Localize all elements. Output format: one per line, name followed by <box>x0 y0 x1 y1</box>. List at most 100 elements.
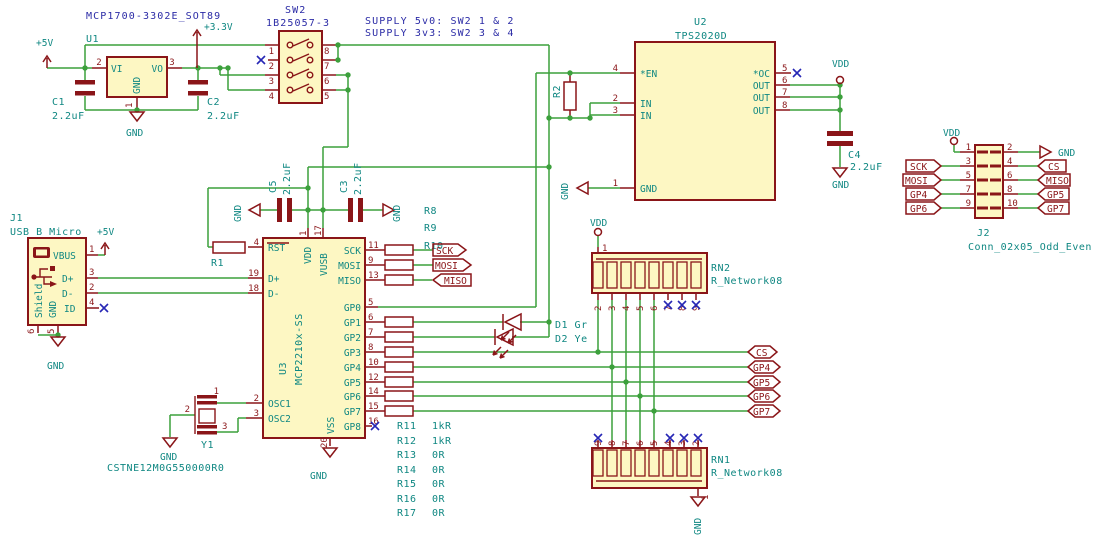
ground-symbol-j2[interactable]: GND <box>1039 144 1075 160</box>
u2-pin-out2: OUT <box>753 93 770 104</box>
c5-ref: C5 <box>268 180 279 193</box>
u2-pin6-number: 6 <box>782 76 787 86</box>
svg-text:8: 8 <box>678 306 688 311</box>
ground-symbol-u2[interactable]: GND <box>560 180 589 200</box>
u3-pin1-number: 1 <box>299 231 309 236</box>
power-flag-vdd-u2[interactable]: VDD <box>832 59 849 85</box>
component-u2-tps2020d[interactable]: U2 TPS2020D *EN IN IN GND *OC OUT OUT OU… <box>613 17 802 201</box>
u3-pin-miso: MISO <box>338 276 361 287</box>
u1-value: MCP1700-3302E_SOT89 <box>86 11 221 22</box>
svg-text:6: 6 <box>1007 171 1012 181</box>
net-tag-gp6[interactable]: GP6 <box>746 389 782 403</box>
component-y1-resonator[interactable]: 1 2 3 Y1 CSTNE12M0G550000R0 <box>107 387 227 474</box>
u3-pin5-number: 5 <box>368 298 373 308</box>
component-sw2-switch[interactable]: SW2 1B25057-3 1 2 3 4 8 7 6 5 <box>256 5 330 104</box>
ground-symbol-c5[interactable]: GND <box>233 202 261 222</box>
svg-text:GP6: GP6 <box>753 392 770 403</box>
u3-pin7-number: 7 <box>368 328 373 338</box>
net-tag-j2-gp7[interactable]: GP7 <box>1036 201 1070 215</box>
r1-ref: R1 <box>211 258 224 269</box>
u2-gnd-label: GND <box>560 183 571 200</box>
svg-text:MISO: MISO <box>1046 176 1069 187</box>
svg-text:SCK: SCK <box>436 246 453 257</box>
ground-symbol-c3[interactable]: GND <box>382 202 403 222</box>
u3-pin15-number: 15 <box>368 402 379 412</box>
ground-symbol-rn1[interactable]: GND <box>689 496 707 535</box>
ground-symbol-u3[interactable]: GND <box>310 447 339 482</box>
no-connect-sw2-pin2 <box>256 55 266 65</box>
u3-pin-vss: VSS <box>326 417 337 434</box>
svg-text:CS: CS <box>756 348 768 359</box>
component-u1-regulator[interactable]: MCP1700-3302E_SOT89 U1 VI VO GND 2 3 1 <box>86 11 221 108</box>
svg-text:0R: 0R <box>432 479 446 490</box>
component-u3-mcp2210[interactable]: U3 MCP2210x-SS RST D+ D- OSC1 OSC2 VDD V… <box>248 225 380 448</box>
component-d2-led[interactable]: D2 Ye <box>492 327 588 359</box>
net-tag-j2-gp6[interactable]: GP6 <box>905 201 943 215</box>
ground-symbol-j1[interactable]: GND <box>47 336 67 372</box>
svg-text:3: 3 <box>608 306 618 311</box>
net-tag-j2-miso[interactable]: MISO <box>1036 173 1071 187</box>
net-tag-mosi[interactable]: MOSI <box>432 258 473 272</box>
component-r1[interactable]: R1 <box>211 241 246 269</box>
net-tag-j2-gp5[interactable]: GP5 <box>1036 187 1070 201</box>
component-rn1-network[interactable]: 9 8 7 6 5 4 3 2 1 RN1 R_Network08 <box>591 433 783 500</box>
p5v-label: +5V <box>36 38 53 49</box>
net-tag-gp4[interactable]: GP4 <box>746 360 782 374</box>
u3-pin-osc2: OSC2 <box>268 414 291 425</box>
net-tag-cs[interactable]: CS <box>746 345 779 359</box>
rn2-value: R_Network08 <box>711 276 783 287</box>
u3-pin-gp1: GP1 <box>344 318 361 329</box>
net-tag-sck[interactable]: SCK <box>432 243 468 257</box>
rn2-vdd-label: VDD <box>590 218 607 229</box>
component-c1[interactable]: C1 2.2uF <box>52 80 95 122</box>
component-r2[interactable]: R2 <box>552 81 577 111</box>
component-c5[interactable]: C5 2.2uF <box>268 162 293 222</box>
power-flag-5v-j1[interactable]: +5V <box>97 227 114 255</box>
power-flag-3v3[interactable]: +3.3V <box>192 22 233 68</box>
ground-symbol-u1[interactable]: GND <box>126 111 146 139</box>
net-tag-j2-gp4[interactable]: GP4 <box>905 187 943 201</box>
note-supply-5v0: SUPPLY 5v0: SW2 1 & 2 <box>365 16 515 27</box>
svg-text:4: 4 <box>664 441 674 446</box>
svg-text:1kR: 1kR <box>432 421 452 432</box>
u1-pin-vi: VI <box>111 64 122 75</box>
u2-pin4-number: 4 <box>613 64 618 74</box>
ground-symbol-y1[interactable]: GND <box>160 437 179 463</box>
svg-text:6: 6 <box>636 441 646 446</box>
net-tag-j2-sck[interactable]: SCK <box>905 159 943 173</box>
power-flag-5v[interactable]: +5V <box>36 38 53 68</box>
svg-text:R11: R11 <box>397 421 417 432</box>
svg-text:R14: R14 <box>397 465 417 476</box>
power-flag-vdd-rn2[interactable]: VDD <box>590 218 607 237</box>
power-flag-vdd-j2[interactable]: VDD <box>943 128 960 146</box>
component-c4[interactable]: C4 2.2uF <box>827 131 883 173</box>
svg-text:GP4: GP4 <box>753 363 770 374</box>
component-j1-usb[interactable]: J1 USB_B_Micro VBUS D+ D- ID Shield GND … <box>10 213 109 334</box>
u1-pin1-number: 1 <box>125 103 135 108</box>
c1-ref: C1 <box>52 97 65 108</box>
component-d1-led[interactable]: D1 Gr <box>500 312 588 344</box>
u2-value: TPS2020D <box>675 31 727 42</box>
u3-pin20-number: 20 <box>320 437 330 448</box>
rn1-pin1-number: 1 <box>701 495 711 500</box>
u2-pin3-number: 3 <box>613 106 618 116</box>
y1-pin2-number: 2 <box>185 405 190 415</box>
component-r11-r17[interactable] <box>384 316 414 417</box>
y1-gnd-label: GND <box>160 452 177 463</box>
component-c2[interactable]: C2 2.2uF <box>188 80 240 122</box>
j1-pin-shield: Shield <box>34 284 45 318</box>
component-c3[interactable]: C3 2.2uF <box>339 162 364 222</box>
u2-pin7-number: 7 <box>782 88 787 98</box>
net-tag-gp7[interactable]: GP7 <box>746 404 782 418</box>
component-rn2-network[interactable]: 1 2 3 4 5 6 7 8 9 RN2 R_Network08 <box>591 244 783 311</box>
component-j2-header[interactable]: 1 3 5 7 9 2 4 6 8 10 J2 Conn_02x05_Odd_E… <box>966 143 1092 253</box>
net-tag-gp5[interactable]: GP5 <box>746 375 782 389</box>
u3-pin-vdd: VDD <box>303 247 314 264</box>
pin-stems <box>37 44 1018 496</box>
r9-ref: R9 <box>424 223 437 234</box>
ground-symbol-c4[interactable]: GND <box>831 167 849 191</box>
net-tag-miso[interactable]: MISO <box>431 273 472 287</box>
net-tag-j2-cs[interactable]: CS <box>1036 159 1067 173</box>
u2-vdd-label: VDD <box>832 59 849 70</box>
net-tag-j2-mosi[interactable]: MOSI <box>902 173 943 187</box>
